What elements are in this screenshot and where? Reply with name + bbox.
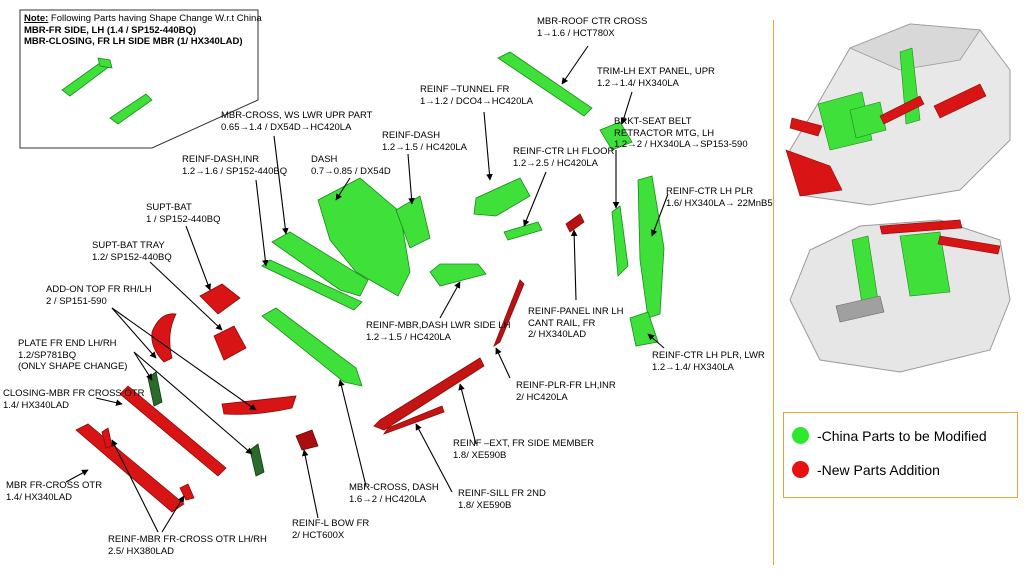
part-reinf-mbr-dash-lwr (429, 263, 487, 287)
part-reinf-plr-fr (493, 279, 525, 348)
part-reinf-ctr-lh-plr (637, 175, 665, 319)
legend: -China Parts to be Modified -New Parts A… (783, 412, 1018, 498)
part-reinf-ext-fr-side (373, 357, 485, 431)
part-dash (317, 177, 411, 297)
part-mbr-fr-cross-otr (75, 423, 185, 513)
legend-item-modified: -China Parts to be Modified (792, 427, 987, 444)
section-divider (773, 20, 774, 565)
car-body-top-view (785, 23, 1011, 206)
note-heading-rest: Following Parts having Shape Change W.r.… (48, 13, 262, 24)
note-box (19, 9, 259, 149)
part-mbr-closing-small (109, 93, 153, 125)
part-brkt-seat-belt (611, 205, 629, 277)
part-closing-mbr (119, 385, 227, 477)
part-mbr-cross-dash (261, 307, 363, 387)
part-add-on-top-1 (151, 313, 177, 363)
part-reinf-ctr-lh-plr-lwr (629, 311, 659, 347)
note-text: Note: Following Parts having Shape Chang… (24, 13, 262, 48)
part-trim-lh-ext-panel (599, 121, 633, 151)
green-dot-icon (792, 427, 809, 444)
car-body-bottom-view (789, 219, 1011, 373)
note-line-1: MBR-FR SIDE, LH (1.4 / SP152-440BQ) (24, 24, 197, 36)
part-plate-fr-end-2 (249, 443, 265, 477)
red-dot-icon (792, 461, 809, 478)
part-supt-bat-tray (213, 325, 247, 361)
note-heading: Note: (24, 13, 49, 24)
legend-item-new: -New Parts Addition (792, 461, 940, 478)
part-reinf-l-bow (295, 429, 319, 451)
leader-arrows (65, 45, 669, 533)
note-line-2: MBR-CLOSING, FR LH SIDE MBR (1/ HX340LAD… (24, 36, 243, 47)
part-reinf-ctr-lh-floor (503, 221, 543, 241)
part-reinf-sill-fr (382, 405, 445, 435)
part-add-on-top-2 (221, 395, 297, 415)
part-supt-bat (199, 283, 241, 315)
part-mbr-roof-ctr-cross (497, 51, 593, 117)
part-reinf-tunnel-fr (473, 177, 531, 217)
part-mbr-fr-side-small (61, 57, 113, 97)
part-reinf-panel-inr (565, 213, 585, 233)
part-reinf-mbr-fr-cross-otr-2 (179, 483, 195, 501)
